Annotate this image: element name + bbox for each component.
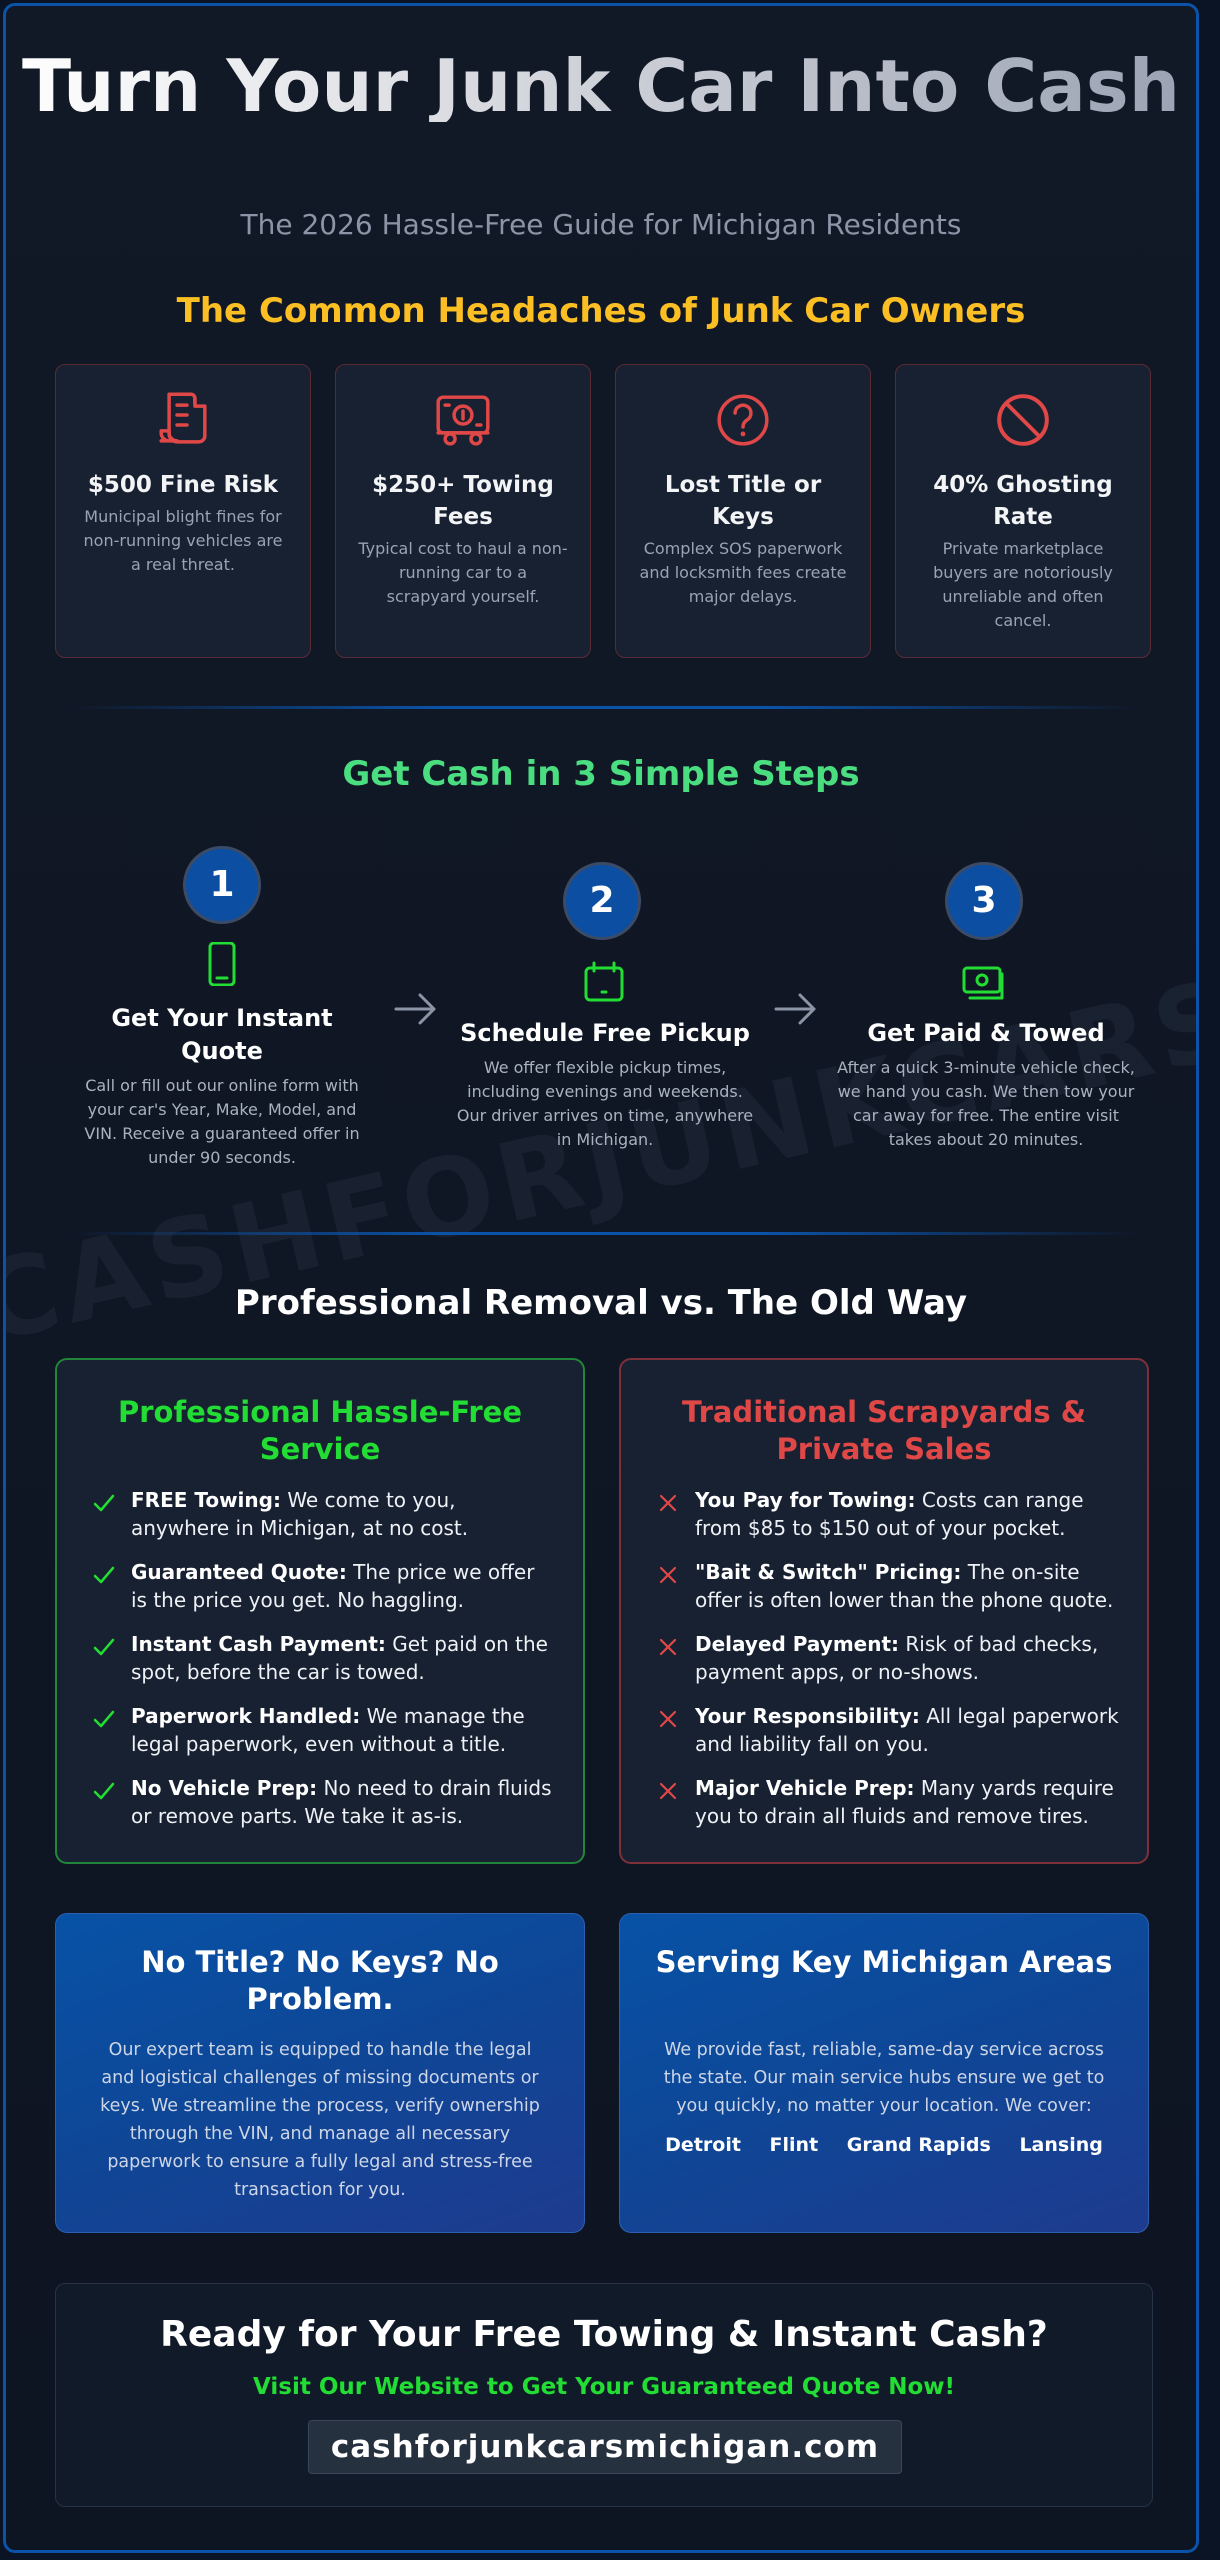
step-desc: After a quick 3-minute vehicle check, we… bbox=[837, 1058, 1135, 1149]
service-areas-card: Serving Key Michigan Areas We provide fa… bbox=[619, 1913, 1149, 2233]
section-divider bbox=[66, 706, 1142, 709]
pro-service-card: Professional Hassle-Free Service FREE To… bbox=[55, 1358, 585, 1864]
receipt-icon bbox=[159, 392, 207, 444]
step-number: 2 bbox=[563, 862, 641, 940]
arrow-right-icon bbox=[394, 993, 436, 1025]
question-icon bbox=[717, 394, 769, 446]
old-way-card: Traditional Scrapyards & Private Sales Y… bbox=[619, 1358, 1149, 1864]
headache-desc: Private marketplace buyers are notorious… bbox=[933, 539, 1113, 630]
check-icon bbox=[93, 1494, 115, 1512]
check-icon bbox=[93, 1710, 115, 1728]
cta-subtitle: Visit Our Website to Get Your Guaranteed… bbox=[252, 2374, 956, 2400]
headache-title: 40% Ghosting Rate bbox=[933, 472, 1113, 530]
steps-heading: Get Cash in 3 Simple Steps bbox=[342, 754, 860, 794]
service-areas-heading: Serving Key Michigan Areas bbox=[655, 1945, 1113, 1979]
ban-icon bbox=[997, 394, 1049, 446]
old-list: You Pay for Towing: Costs can range from… bbox=[657, 1486, 1119, 1846]
pro-item-text: No need to drain fluids or remove parts.… bbox=[131, 1776, 552, 1828]
pro-item-label: Guaranteed Quote: bbox=[131, 1560, 347, 1584]
x-icon bbox=[659, 1782, 677, 1800]
headache-desc: Complex SOS paperwork and locksmith fees… bbox=[639, 539, 847, 606]
step-title: Schedule Free Pickup bbox=[460, 1019, 750, 1047]
old-way-title: Traditional Scrapyards & Private Sales bbox=[681, 1395, 1087, 1466]
step-title: Get Paid & Towed bbox=[867, 1019, 1105, 1047]
cta-box: Ready for Your Free Towing & Instant Cas… bbox=[55, 2283, 1153, 2507]
old-item: You Pay for Towing: Costs can range from… bbox=[657, 1486, 1119, 1542]
headache-desc: Typical cost to haul a non-running car t… bbox=[358, 539, 568, 606]
city-grand-rapids: Grand Rapids bbox=[846, 2134, 991, 2156]
pro-item-label: Instant Cash Payment: bbox=[131, 1632, 386, 1656]
city-flint: Flint bbox=[769, 2134, 819, 2156]
headache-card: $500 Fine Risk Municipal blight fines fo… bbox=[55, 364, 311, 658]
calendar-icon bbox=[584, 961, 624, 1002]
old-item-label: Major Vehicle Prep: bbox=[695, 1776, 915, 1800]
pro-item-label: No Vehicle Prep: bbox=[131, 1776, 318, 1800]
no-title-card: No Title? No Keys? No Problem. Our exper… bbox=[55, 1913, 585, 2233]
comparison-heading: Professional Removal vs. The Old Way bbox=[234, 1283, 968, 1323]
old-item: Your Responsibility: All legal paperwork… bbox=[657, 1702, 1119, 1758]
city-detroit: Detroit bbox=[665, 2134, 741, 2156]
pro-item-text: We manage the legal paperwork, even with… bbox=[131, 1704, 525, 1756]
step-desc: Call or fill out our online form with yo… bbox=[84, 1076, 360, 1167]
old-item: "Bait & Switch" Pricing: The on-site off… bbox=[657, 1558, 1119, 1614]
x-icon bbox=[659, 1494, 677, 1512]
old-item-text: All legal paperwork and liability fall o… bbox=[695, 1704, 1119, 1756]
infographic-frame: CASHFORJUNKCARSMICHIGAN Turn Your Junk C… bbox=[3, 3, 1199, 2553]
city-list: Detroit Flint Grand Rapids Lansing bbox=[620, 2134, 1148, 2156]
arrow-right-icon bbox=[774, 993, 816, 1025]
old-item-label: "Bait & Switch" Pricing: bbox=[695, 1560, 962, 1584]
no-title-heading: No Title? No Keys? No Problem. bbox=[141, 1945, 499, 2016]
check-icon bbox=[93, 1638, 115, 1656]
headache-card: Lost Title or Keys Complex SOS paperwork… bbox=[615, 364, 871, 658]
page-title: Turn Your Junk Car Into Cash bbox=[6, 50, 1196, 122]
pro-item: Paperwork Handled: We manage the legal p… bbox=[93, 1702, 555, 1758]
pro-item-label: FREE Towing: bbox=[131, 1488, 281, 1512]
check-icon bbox=[93, 1782, 115, 1800]
old-item-label: Your Responsibility: bbox=[695, 1704, 920, 1728]
headache-title: $250+ Towing Fees bbox=[372, 472, 554, 530]
pro-list: FREE Towing: We come to you, anywhere in… bbox=[93, 1486, 555, 1846]
old-item: Major Vehicle Prep: Many yards require y… bbox=[657, 1774, 1119, 1830]
headache-card: 40% Ghosting Rate Private marketplace bu… bbox=[895, 364, 1151, 658]
headache-title: $500 Fine Risk bbox=[87, 472, 279, 498]
page-subtitle: The 2026 Hassle-Free Guide for Michigan … bbox=[240, 208, 962, 241]
service-areas-text: We provide fast, reliable, same-day serv… bbox=[663, 2040, 1105, 2116]
old-item: Delayed Payment: Risk of bad checks, pay… bbox=[657, 1630, 1119, 1686]
no-title-text: Our expert team is equipped to handle th… bbox=[100, 2040, 540, 2200]
check-icon bbox=[93, 1566, 115, 1584]
pro-item: FREE Towing: We come to you, anywhere in… bbox=[93, 1486, 555, 1542]
x-icon bbox=[659, 1638, 677, 1656]
x-icon bbox=[659, 1566, 677, 1584]
step-desc: We offer flexible pickup times, includin… bbox=[456, 1058, 754, 1149]
old-item-label: Delayed Payment: bbox=[695, 1632, 900, 1656]
old-item-text: The on-site offer is often lower than th… bbox=[695, 1560, 1114, 1612]
cash-icon bbox=[962, 966, 1004, 1000]
headache-title: Lost Title or Keys bbox=[664, 472, 822, 530]
phone-icon bbox=[208, 942, 236, 986]
pro-item: No Vehicle Prep: No need to drain fluids… bbox=[93, 1774, 555, 1830]
pro-item: Instant Cash Payment: Get paid on the sp… bbox=[93, 1630, 555, 1686]
old-item-text: Risk of bad checks, payment apps, or no-… bbox=[695, 1632, 1099, 1684]
section-divider bbox=[66, 1232, 1142, 1235]
old-item-text: Many yards require you to drain all flui… bbox=[695, 1776, 1114, 1828]
pro-item-text: The price we offer is the price you get.… bbox=[131, 1560, 535, 1612]
x-icon bbox=[659, 1710, 677, 1728]
old-item-text: Costs can range from $85 to $150 out of … bbox=[695, 1488, 1084, 1540]
step-number: 3 bbox=[945, 862, 1023, 940]
step-title: Get Your Instant Quote bbox=[111, 1004, 333, 1065]
tow-truck-icon bbox=[436, 395, 490, 446]
city-lansing: Lansing bbox=[1019, 2134, 1103, 2156]
headaches-heading: The Common Headaches of Junk Car Owners bbox=[176, 291, 1026, 331]
headache-card: $250+ Towing Fees Typical cost to haul a… bbox=[335, 364, 591, 658]
pro-item: Guaranteed Quote: The price we offer is … bbox=[93, 1558, 555, 1614]
website-url-link[interactable]: cashforjunkcarsmichigan.com bbox=[308, 2420, 902, 2474]
headache-desc: Municipal blight fines for non-running v… bbox=[83, 507, 283, 574]
pro-item-text: Get paid on the spot, before the car is … bbox=[131, 1632, 548, 1684]
pro-item-label: Paperwork Handled: bbox=[131, 1704, 361, 1728]
cta-title: Ready for Your Free Towing & Instant Cas… bbox=[160, 2314, 1048, 2355]
step-number: 1 bbox=[183, 846, 261, 924]
pro-service-title: Professional Hassle-Free Service bbox=[117, 1395, 522, 1466]
old-item-label: You Pay for Towing: bbox=[695, 1488, 916, 1512]
pro-item-text: We come to you, anywhere in Michigan, at… bbox=[131, 1488, 469, 1540]
